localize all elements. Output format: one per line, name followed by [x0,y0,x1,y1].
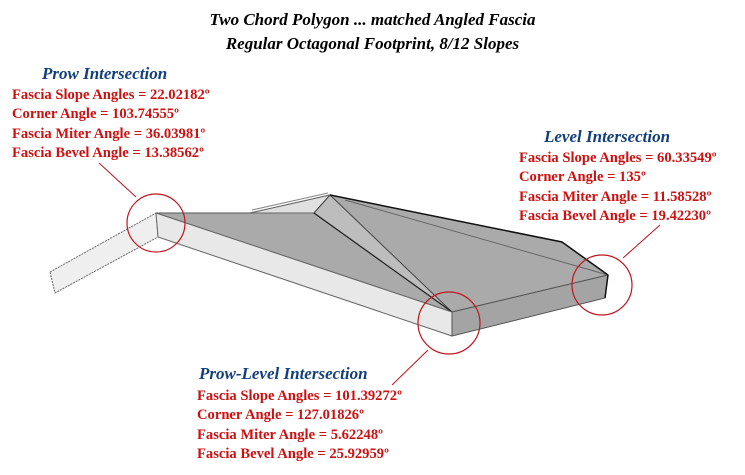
level-miter-angle: Fascia Miter Angle = 11.58528º [519,188,712,205]
level-callout: Level Intersection [544,127,670,147]
level-values: Fascia Slope Angles = 60.33549º Corner A… [519,149,717,227]
level-callout-circle [571,254,633,316]
prow-level-leader-line [391,349,429,386]
prow-corner-angle: Corner Angle = 103.74555º [12,106,179,123]
prow-heading: Prow Intersection [42,64,168,83]
prow-miter-angle: Fascia Miter Angle = 36.03981º [12,125,206,142]
prow-level-callout-circle [417,291,481,355]
diagram-title: Two Chord Polygon ... matched Angled Fas… [209,10,536,29]
prow-values: Fascia Slope Angles = 22.02182º Corner A… [12,86,210,164]
level-corner-angle: Corner Angle = 135º [519,169,646,186]
prow-level-values: Fascia Slope Angles = 101.39272º Corner … [197,387,402,465]
roof-top-outline [329,194,609,276]
prow-leader-line [98,162,137,198]
prow-bevel-angle: Fascia Bevel Angle = 13.38562º [12,145,204,162]
peak-double-line [251,192,329,211]
prow-slope-angles: Fascia Slope Angles = 22.02182º [12,87,210,103]
side-fascia-edge [604,274,609,299]
prow-level-miter-angle: Fascia Miter Angle = 5.62248º [197,426,383,443]
prow-level-callout: Prow-Level Intersection [199,364,368,384]
far-fascia-line [344,199,609,276]
level-bevel-angle: Fascia Bevel Angle = 19.42230º [519,208,711,225]
level-heading: Level Intersection [544,127,671,146]
hip-line-dark [313,212,453,313]
prow-level-slope-angles: Fascia Slope Angles = 101.39272º [197,388,402,404]
level-leader-line [622,224,661,259]
prow-callout-circle [126,193,186,253]
prow-level-bevel-angle: Fascia Bevel Angle = 25.92959º [197,446,389,463]
level-slope-angles: Fascia Slope Angles = 60.33549º [519,150,717,166]
prow-level-heading: Prow-Level Intersection [199,364,368,383]
left-arm-fascia [49,212,159,294]
prow-callout: Prow Intersection [42,64,167,84]
prow-level-corner-angle: Corner Angle = 127.01826º [197,407,364,424]
diagram-subtitle: Regular Octagonal Footprint, 8/12 Slopes [225,34,520,53]
